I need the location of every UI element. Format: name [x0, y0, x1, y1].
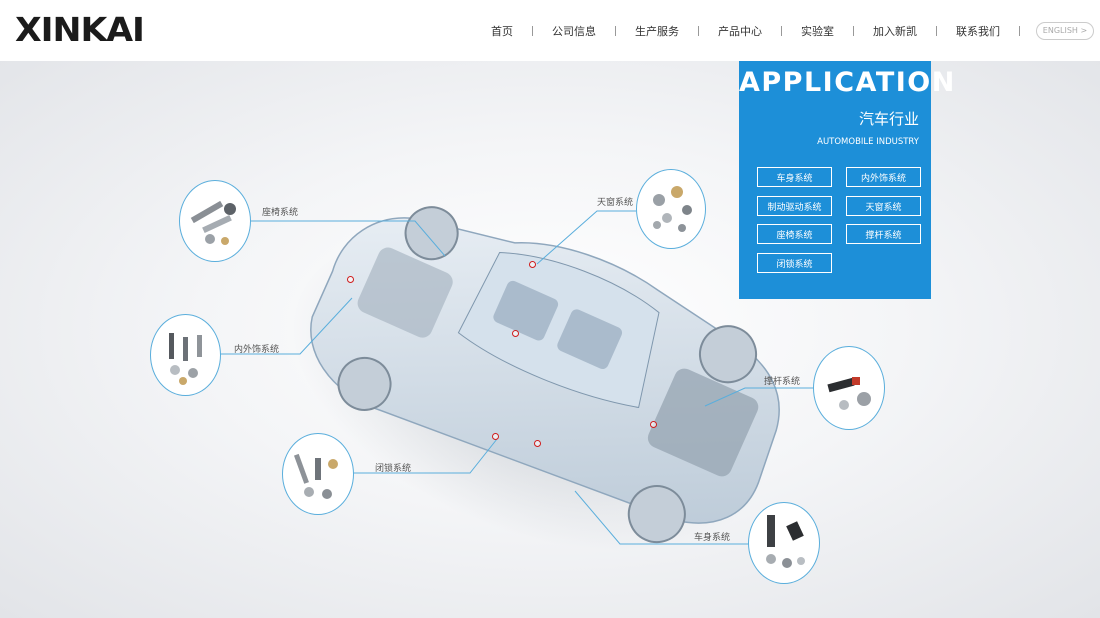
body-system-label[interactable]: 车身系统	[694, 533, 731, 543]
strut-parts-image[interactable]	[813, 346, 885, 430]
sunroof-system-button[interactable]: 天窗系统	[846, 196, 921, 216]
seat-system-button[interactable]: 座椅系统	[757, 224, 832, 244]
nav-divider	[698, 25, 699, 36]
nav-item-contact[interactable]: 联系我们	[956, 24, 1000, 38]
strut-system-label[interactable]: 撑杆系统	[764, 377, 801, 387]
application-panel: APPLICATION 汽车行业 AUTOMOBILE INDUSTRY 车身系…	[739, 61, 956, 299]
hotspot-marker[interactable]	[512, 330, 519, 337]
nav-item-production[interactable]: 生产服务	[635, 24, 679, 38]
nav-divider	[781, 25, 782, 36]
lock-parts-image[interactable]	[282, 433, 354, 515]
body-system-button[interactable]: 车身系统	[757, 167, 832, 187]
application-stage: 座椅系统 天窗系统 内外饰系统 撑杆系统	[0, 61, 1100, 618]
industry-title-cn: 汽车行业	[858, 110, 919, 128]
hotspot-marker[interactable]	[534, 440, 541, 447]
body-parts-image[interactable]	[748, 502, 820, 584]
hotspot-marker[interactable]	[650, 421, 657, 428]
nav-item-company[interactable]: 公司信息	[552, 24, 596, 38]
interior-system-label[interactable]: 内外饰系统	[234, 345, 280, 355]
nav-item-home[interactable]: 首页	[491, 24, 513, 38]
nav-divider	[532, 25, 533, 36]
lock-system-button[interactable]: 闭锁系统	[757, 253, 832, 273]
pins-icon	[293, 453, 338, 499]
logo-text: XINKAI	[15, 9, 145, 49]
nav-item-products[interactable]: 产品中心	[718, 24, 762, 38]
studs-icon	[169, 333, 202, 385]
sunroof-system-label[interactable]: 天窗系统	[597, 198, 634, 208]
brake-drive-system-button[interactable]: 制动驱动系统	[757, 196, 832, 216]
fasteners-icon	[190, 200, 236, 245]
interior-system-button[interactable]: 内外饰系统	[846, 167, 921, 187]
seat-system-label[interactable]: 座椅系统	[262, 208, 299, 218]
seat-parts-image[interactable]	[179, 180, 251, 262]
hotspot-marker[interactable]	[347, 276, 354, 283]
hotspot-marker[interactable]	[492, 433, 499, 440]
nav-item-join[interactable]: 加入新凯	[873, 24, 917, 38]
interior-parts-image[interactable]	[150, 314, 221, 396]
main-nav: 首页 公司信息 生产服务 产品中心 实验室 加入新凯 联系我们 ENGLISH …	[472, 0, 1100, 61]
sunroof-parts-image[interactable]	[636, 169, 706, 249]
strut-system-button[interactable]: 撑杆系统	[846, 224, 921, 244]
rivets-icon	[766, 515, 805, 568]
industry-title-en: AUTOMOBILE INDUSTRY	[817, 137, 919, 147]
english-language-button[interactable]: ENGLISH >	[1036, 21, 1094, 40]
nav-divider	[936, 25, 937, 36]
application-title: APPLICATION	[739, 67, 956, 98]
nuts-icon	[653, 186, 692, 232]
nav-item-lab[interactable]: 实验室	[801, 24, 834, 38]
brand-logo[interactable]: XINKAI	[15, 10, 145, 49]
nav-divider	[1019, 25, 1020, 36]
nav-divider	[615, 25, 616, 36]
bolts-icon	[827, 377, 871, 410]
hotspot-marker[interactable]	[529, 261, 536, 268]
car-illustration	[220, 206, 815, 552]
site-header: XINKAI 首页 公司信息 生产服务 产品中心 实验室 加入新凯 联系我们 E…	[0, 0, 1100, 61]
nav-divider	[853, 25, 854, 36]
lock-system-label[interactable]: 闭锁系统	[375, 464, 412, 474]
